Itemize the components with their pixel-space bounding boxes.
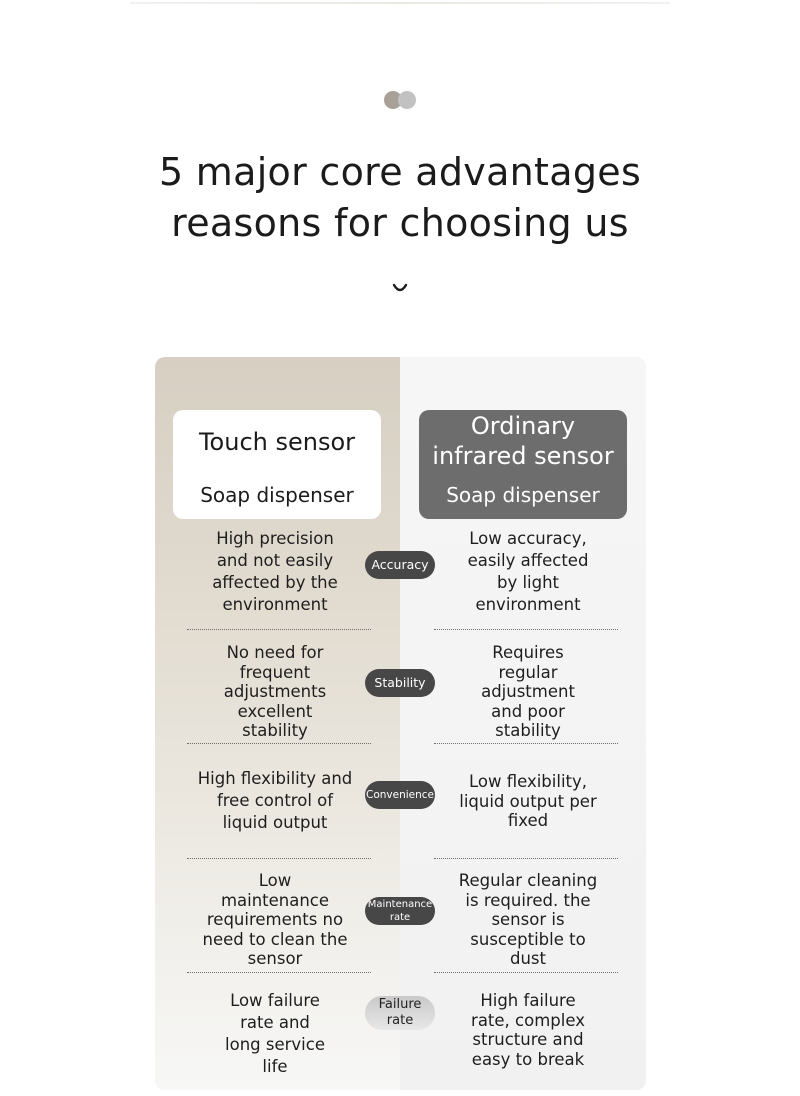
infrared-sensor-header-card: Ordinary infrared sensor Soap dispenser bbox=[419, 410, 627, 519]
text-line: environment bbox=[475, 595, 581, 614]
smile-arc-icon bbox=[392, 283, 408, 292]
text-line: by light bbox=[496, 573, 560, 592]
pill-label-line: rate bbox=[389, 912, 411, 923]
text-line: fixed bbox=[507, 811, 549, 830]
text-line: easily affected bbox=[467, 551, 589, 570]
decorative-dots-icon bbox=[384, 91, 418, 109]
infrared-sensor-title-line-1: Ordinary bbox=[470, 412, 576, 440]
text-line: easy to break bbox=[471, 1049, 585, 1069]
page-title-line-2: reasons for choosing us bbox=[171, 201, 629, 245]
text-line: sensor is bbox=[491, 910, 565, 929]
pill-label-line: rate bbox=[386, 1013, 414, 1028]
row-divider bbox=[187, 858, 371, 859]
text-line: maintenance bbox=[220, 890, 330, 910]
text-line: High flexibility and bbox=[197, 769, 353, 788]
convenience-label-pill: Convenience bbox=[365, 781, 435, 809]
row-divider bbox=[434, 629, 618, 630]
row-divider bbox=[187, 743, 371, 744]
accuracy-label-pill: Accuracy bbox=[365, 551, 435, 579]
text-line: adjustment bbox=[481, 682, 575, 701]
row-divider bbox=[434, 743, 618, 744]
text-line: frequent bbox=[239, 662, 311, 682]
accuracy-infrared-text: Low accuracy, easily affected by light e… bbox=[440, 528, 616, 616]
text-line: rate, complex bbox=[471, 1010, 585, 1030]
page-title-line-1: 5 major core advantages bbox=[158, 150, 642, 194]
text-line: Low bbox=[258, 871, 292, 890]
text-line: Requires bbox=[492, 643, 564, 662]
row-divider bbox=[187, 972, 371, 973]
text-line: adjustments bbox=[223, 682, 327, 701]
text-line: environment bbox=[222, 595, 328, 614]
text-line: Low accuracy, bbox=[469, 529, 587, 548]
row-divider bbox=[434, 972, 618, 973]
infrared-sensor-subtitle: Soap dispenser bbox=[446, 483, 600, 507]
convenience-touch-text: High flexibility and free control of liq… bbox=[187, 768, 363, 834]
text-line: No need for bbox=[226, 643, 324, 662]
text-line: and not easily bbox=[216, 551, 334, 570]
pill-label-line: Maintenance bbox=[367, 899, 433, 910]
text-line: susceptible to bbox=[470, 929, 586, 949]
text-line: is required. the bbox=[465, 890, 591, 910]
text-line: rate and bbox=[240, 1013, 310, 1032]
text-line: sensor bbox=[247, 949, 303, 968]
touch-sensor-subtitle: Soap dispenser bbox=[200, 483, 354, 507]
accuracy-touch-text: High precision and not easily affected b… bbox=[190, 528, 360, 616]
text-line: liquid output bbox=[222, 813, 328, 832]
maintenance-infrared-text: Regular cleaning is required. the sensor… bbox=[440, 871, 616, 969]
stability-touch-text: No need for frequent adjustments excelle… bbox=[190, 643, 360, 741]
text-line: stability bbox=[242, 721, 308, 740]
failure-rate-label-pill: Failure rate bbox=[365, 996, 435, 1030]
touch-sensor-header-card: Touch sensor Soap dispenser bbox=[173, 410, 381, 519]
convenience-infrared-text: Low flexibility, liquid output per fixed bbox=[440, 772, 616, 831]
text-line: Low failure bbox=[230, 991, 320, 1010]
touch-sensor-title: Touch sensor bbox=[198, 428, 356, 456]
text-line: need to clean the bbox=[202, 929, 348, 949]
text-line: Regular cleaning bbox=[458, 871, 598, 890]
text-line: and poor bbox=[491, 701, 565, 721]
text-line: structure and bbox=[472, 1030, 584, 1049]
text-line: dust bbox=[510, 949, 546, 968]
text-line: affected by the bbox=[212, 573, 338, 592]
text-line: regular bbox=[498, 662, 558, 682]
stability-infrared-text: Requires regular adjustment and poor sta… bbox=[440, 643, 616, 741]
dot-icon bbox=[384, 91, 402, 109]
row-divider bbox=[187, 629, 371, 630]
dot-icon bbox=[398, 91, 416, 109]
text-line: High failure bbox=[480, 991, 576, 1010]
text-line: liquid output per bbox=[459, 791, 597, 811]
maintenance-touch-text: Low maintenance requirements no need to … bbox=[187, 871, 363, 969]
text-line: High precision bbox=[216, 529, 334, 548]
top-divider-line bbox=[130, 2, 670, 4]
text-line: free control of bbox=[216, 791, 334, 810]
row-divider bbox=[434, 858, 618, 859]
pill-label-line: Failure bbox=[378, 997, 422, 1012]
maintenance-rate-label-pill: Maintenance rate bbox=[365, 897, 435, 925]
stability-label-pill: Stability bbox=[365, 669, 435, 697]
text-line: requirements no bbox=[206, 910, 344, 929]
text-line: stability bbox=[495, 721, 561, 740]
text-line: Low flexibility, bbox=[468, 772, 588, 791]
text-line: life bbox=[262, 1057, 288, 1076]
failure-touch-text: Low failure rate and long service life bbox=[190, 990, 360, 1078]
text-line: long service bbox=[225, 1035, 325, 1054]
text-line: excellent bbox=[237, 701, 313, 721]
infrared-sensor-title-line-2: infrared sensor bbox=[432, 442, 614, 470]
failure-infrared-text: High failure rate, complex structure and… bbox=[440, 991, 616, 1069]
